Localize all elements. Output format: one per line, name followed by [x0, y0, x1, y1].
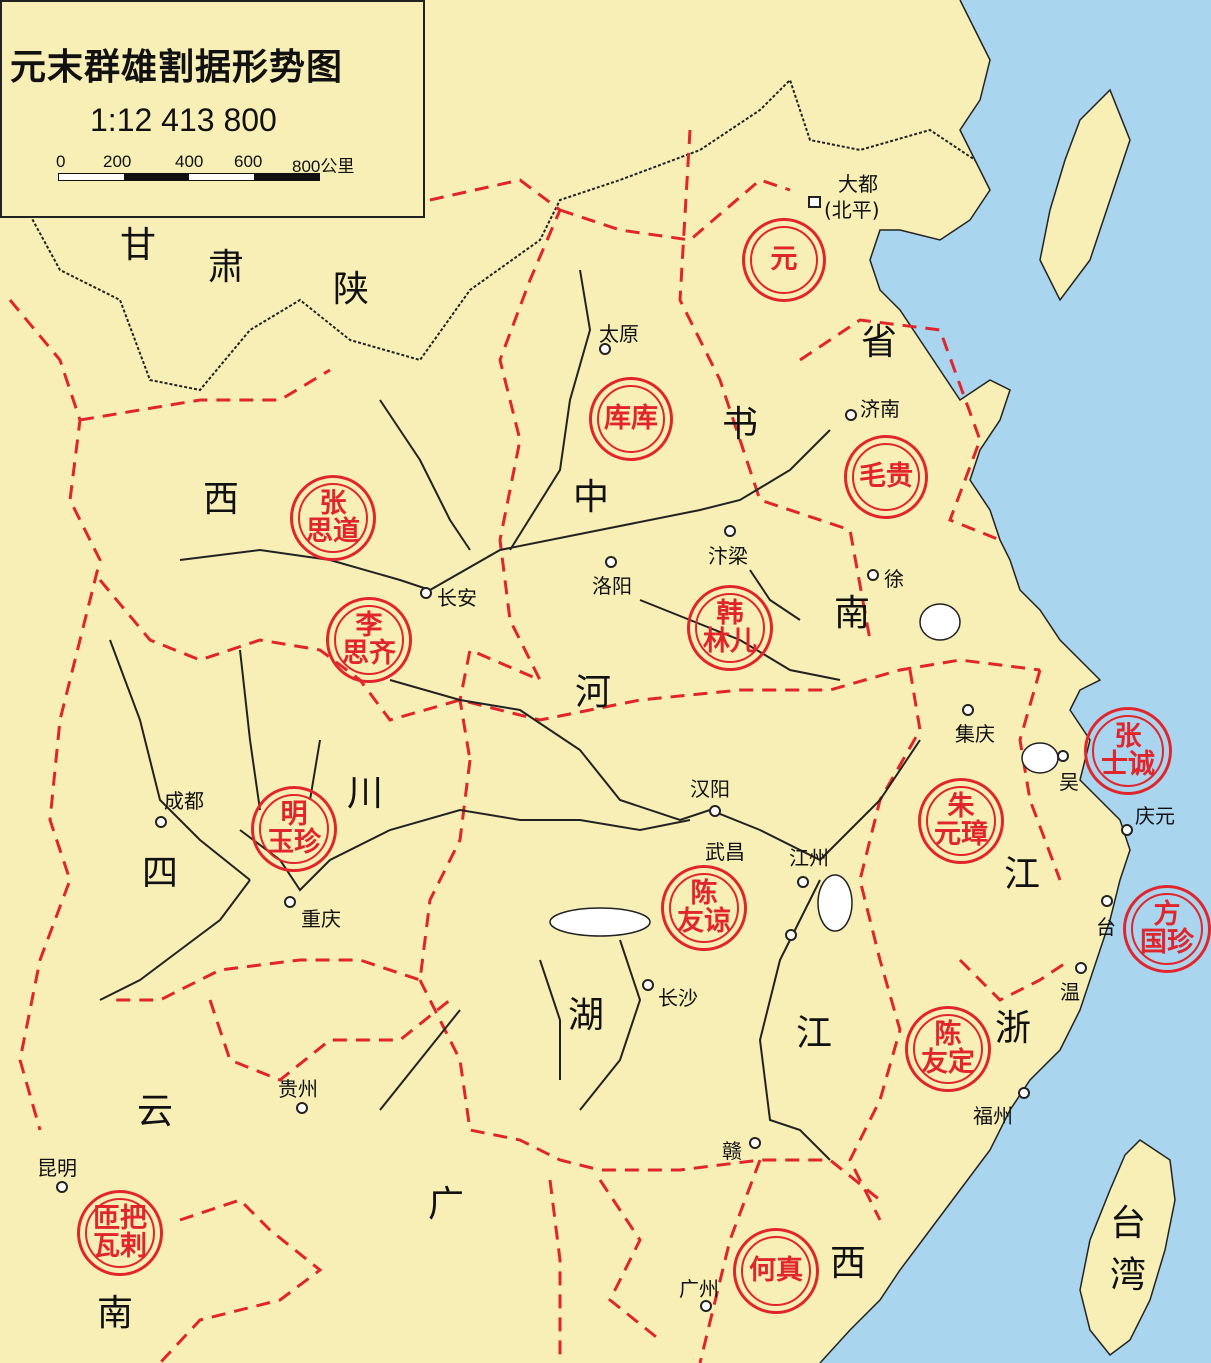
- faction-seal-bazawaerm: 匝把 瓦剌: [77, 1190, 163, 1276]
- region-label-tai: 台: [1110, 1203, 1147, 1244]
- region-label-si: 四: [142, 853, 179, 894]
- region-label-shaan: 陕: [333, 269, 370, 310]
- scale-tick-600: 600: [234, 152, 263, 171]
- region-label-xi-south: 西: [830, 1243, 867, 1284]
- city-label-luoyang: 洛阳: [592, 574, 632, 598]
- scale-tick-400: 400: [175, 152, 204, 171]
- rivers: [99, 269, 921, 1161]
- faction-seal-zhangsidao: 张 思道: [290, 475, 376, 561]
- faction-label-zhangsidao: 张 思道: [306, 487, 360, 547]
- map-title: 元末群雄割据形势图: [10, 47, 344, 88]
- scale-bar: [58, 173, 320, 181]
- faction-label-zhuyuanzhang: 朱 元璋: [934, 790, 988, 850]
- region-label-hu: 湖: [568, 995, 605, 1036]
- faction-label-fangguozhen: 方 国珍: [1140, 898, 1194, 958]
- region-label-sheng: 省: [861, 322, 898, 363]
- liaodong-coast: [1039, 88, 1131, 302]
- region-label-nan: 南: [834, 593, 871, 634]
- faction-label-kuku: 库库: [604, 402, 658, 434]
- province-boundaries: [8, 129, 1071, 1363]
- faction-seal-zhuyuanzhang: 朱 元璋: [918, 778, 1004, 864]
- faction-seal-zhangshicheng: 张 士诚: [1084, 707, 1172, 795]
- coastline: [819, 0, 1131, 1363]
- faction-label-lisiqi: 李 思齐: [342, 609, 396, 669]
- faction-seal-mingyuzhen: 明 玉珍: [251, 786, 337, 872]
- faction-seal-chenyouding: 陈 友定: [905, 1006, 991, 1092]
- region-label-gan: 甘: [120, 225, 157, 266]
- faction-label-bazawaerm: 匝把 瓦剌: [93, 1202, 147, 1262]
- faction-label-yuan: 元: [770, 243, 798, 275]
- city-label-fuzhou: 福州: [973, 1104, 1013, 1128]
- city-label-gan: 赣: [722, 1139, 742, 1163]
- faction-label-hezhen: 何真: [749, 1254, 803, 1286]
- city-label-kunming: 昆明: [37, 1156, 77, 1180]
- region-label-xi: 西: [203, 479, 240, 520]
- city-label-jinan: 济南: [860, 397, 900, 421]
- city-label-xu: 徐: [884, 567, 904, 591]
- scale-tick-800: 800公里: [292, 157, 355, 176]
- faction-label-mingyuzhen: 明 玉珍: [267, 798, 321, 858]
- city-label-guangzhou: 广州: [679, 1277, 719, 1301]
- region-label-guang: 广: [428, 1184, 465, 1225]
- city-label-jiqing: 集庆: [955, 722, 995, 746]
- city-label-beiping: (北平): [824, 198, 880, 222]
- city-label-chengdu: 成都: [164, 789, 204, 813]
- faction-label-chenyouliang: 陈 友谅: [677, 877, 731, 937]
- taiwan-island: [1079, 1139, 1176, 1357]
- city-label-chongqing: 重庆: [301, 907, 341, 931]
- city-label-changsha: 长沙: [658, 986, 698, 1010]
- region-label-chuan: 川: [347, 773, 384, 814]
- city-label-wu: 吴: [1059, 770, 1079, 794]
- city-label-dadu: 大都: [838, 172, 878, 196]
- region-label-nan-south: 南: [97, 1293, 134, 1334]
- city-label-jiangzhou: 江州: [789, 846, 829, 870]
- faction-seal-hezhen: 何真: [733, 1228, 819, 1314]
- city-label-qingyuan: 庆元: [1135, 804, 1175, 828]
- faction-seal-kuku: 库库: [589, 377, 673, 461]
- city-label-taiyuan: 太原: [599, 322, 639, 346]
- region-label-zhe: 浙: [995, 1008, 1032, 1049]
- faction-seal-fangguozhen: 方 国珍: [1123, 885, 1211, 973]
- region-label-jiang-east: 江: [1004, 854, 1041, 895]
- region-label-zhong: 中: [573, 477, 610, 518]
- city-label-hanyang: 汉阳: [690, 777, 730, 801]
- region-label-he: 河: [575, 672, 612, 713]
- east-sea: [820, 0, 1211, 1363]
- city-label-guizhou: 贵州: [278, 1077, 318, 1101]
- lakes: [549, 603, 1059, 937]
- faction-seal-lisiqi: 李 思齐: [326, 597, 412, 683]
- scale-ratio: 1:12 413 800: [90, 102, 277, 138]
- region-label-su: 肃: [208, 247, 245, 288]
- city-label-tai: 台: [1096, 915, 1116, 939]
- faction-seal-maogui: 毛贵: [844, 435, 928, 519]
- city-markers: [56, 196, 1133, 1312]
- faction-label-zhangshicheng: 张 士诚: [1101, 720, 1155, 780]
- faction-label-chenyouding: 陈 友定: [921, 1018, 975, 1078]
- city-label-wuchang: 武昌: [705, 840, 745, 864]
- faction-label-hanlinr: 韩 林儿: [703, 597, 757, 657]
- faction-label-maogui: 毛贵: [859, 460, 913, 492]
- faction-seal-chenyouliang: 陈 友谅: [661, 865, 747, 951]
- region-label-shu: 书: [722, 404, 759, 445]
- city-label-changan: 长安: [437, 586, 477, 610]
- region-label-wan: 湾: [1110, 1255, 1147, 1296]
- region-label-jiang-west: 江: [796, 1013, 833, 1054]
- legend-box: 元末群雄割据形势图 1:12 413 800 0 200 400 600 800…: [0, 0, 425, 218]
- great-wall: [29, 78, 976, 392]
- scale-tick-0: 0: [56, 152, 66, 171]
- region-label-yun: 云: [137, 1091, 174, 1132]
- faction-seal-hanlinr: 韩 林儿: [687, 585, 773, 671]
- faction-seal-yuan: 元: [742, 218, 826, 302]
- city-label-wen: 温: [1060, 980, 1080, 1004]
- city-label-bianliang: 汴梁: [708, 544, 748, 568]
- scale-tick-200: 200: [103, 152, 132, 171]
